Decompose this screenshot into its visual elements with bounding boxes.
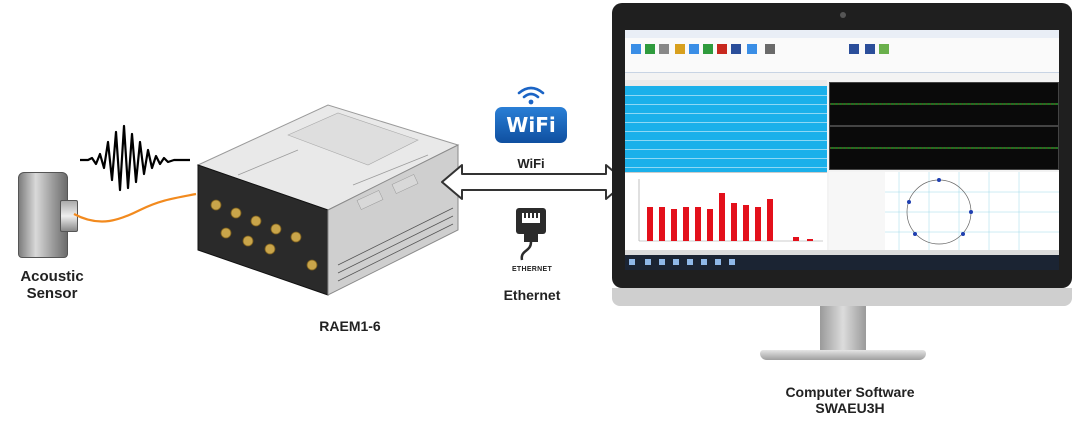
monitor-stand-base (760, 350, 926, 360)
software-screenshot (625, 30, 1059, 270)
acoustic-sensor-image (18, 172, 68, 258)
ethernet-label: Ethernet (503, 287, 561, 303)
wifi-label: WiFi (517, 156, 545, 171)
raem-device-image (196, 104, 460, 296)
computer-label: Computer Software SWAEU3H (740, 384, 960, 416)
waveform-panel-2 (829, 126, 1059, 170)
software-ribbon (625, 30, 1059, 73)
table-header (625, 80, 827, 86)
sensor-label-line2: Sensor (26, 285, 78, 302)
bar-chart-panel (625, 172, 827, 251)
sensor-label: Acoustic Sensor (2, 268, 102, 302)
waveform-panel-1 (829, 82, 1059, 126)
ethernet-icon-text: ETHERNET (511, 266, 553, 273)
software-statusbar (625, 250, 1059, 255)
webcam-dot (840, 12, 846, 18)
signal-cable (73, 192, 197, 223)
os-taskbar (625, 255, 1059, 270)
computer-label-line1: Computer Software (785, 384, 915, 400)
device-label: RAEM1-6 (319, 318, 381, 334)
wifi-icon (517, 86, 545, 105)
ribbon-toolbar-icons (631, 44, 889, 54)
sensor-label-line1: Acoustic (20, 268, 84, 285)
location-plot-panel (829, 172, 1059, 250)
computer-label-line2: SWAEU3H (815, 400, 885, 416)
monitor-stand-neck (820, 306, 866, 352)
wifi-badge: WiFi (495, 107, 567, 143)
waveform-icon (80, 124, 190, 192)
monitor-chin (612, 288, 1072, 306)
ethernet-icon (516, 208, 546, 261)
software-ribbon-tabs (625, 30, 1059, 38)
